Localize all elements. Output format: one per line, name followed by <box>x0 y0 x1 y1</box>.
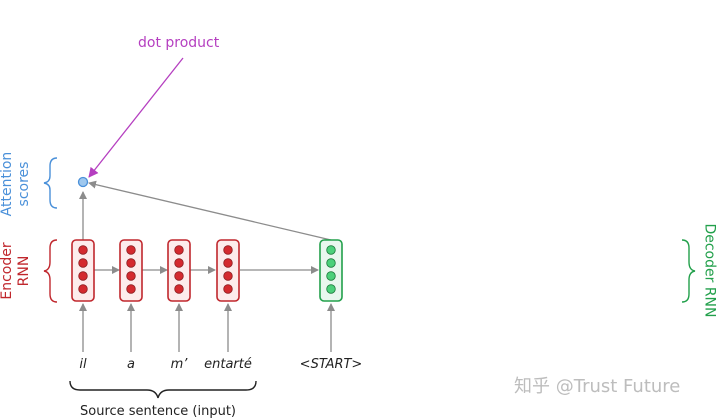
word-start: <START> <box>299 357 363 372</box>
decoder-cell <box>319 239 343 302</box>
dot-product-arrow <box>88 57 184 178</box>
word-a: a <box>127 357 135 372</box>
word-il: il <box>79 357 87 372</box>
attention-score-circle <box>77 176 89 188</box>
decoder-to-score-arrow <box>88 180 332 241</box>
word-entarte: entarté <box>204 357 252 372</box>
encoder-rnn-label: Encoder RNN <box>0 231 33 311</box>
input-arrows <box>79 303 335 352</box>
attention-label-line2: scores <box>16 161 32 207</box>
encoder-cell-2 <box>119 239 143 302</box>
attention-brace <box>43 157 58 209</box>
encoder-cell-3 <box>167 239 191 302</box>
encoder-cell-4 <box>216 239 240 302</box>
attention-arrows <box>79 180 332 241</box>
encoder-label-line2: RNN <box>16 255 32 287</box>
decoder-brace <box>681 239 696 303</box>
decoder-rnn-label: Decoder RNN <box>701 223 718 318</box>
attention-label-line1: Attention <box>0 151 15 217</box>
encoder-brace <box>43 239 58 303</box>
dot-product-label: dot product <box>138 35 220 51</box>
attention-scores-label: Attention scores <box>0 144 33 224</box>
word-m: m’ <box>170 357 188 372</box>
watermark: 知乎 @Trust Future <box>514 376 681 397</box>
encoder-label-line1: Encoder <box>0 242 15 300</box>
encoder-cells <box>71 239 240 302</box>
source-sentence-label: Source sentence (input) <box>80 404 236 419</box>
encoder-cell-1 <box>71 239 95 302</box>
source-sentence-brace <box>69 380 257 399</box>
